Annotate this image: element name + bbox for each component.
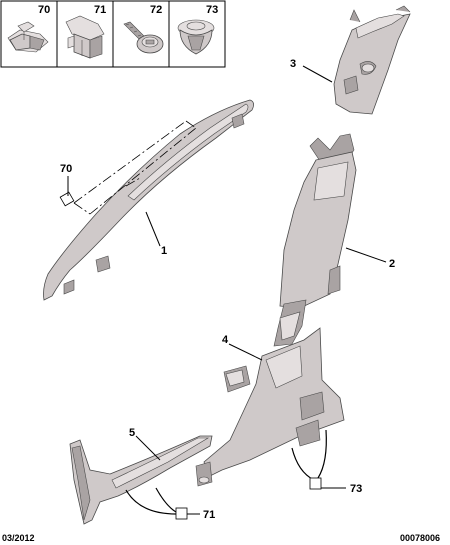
clip-70-locating-lines <box>73 120 197 215</box>
fastener-ref-73: 73 <box>206 4 218 16</box>
clip-71-icon <box>65 15 105 59</box>
clip-70-icon <box>7 21 49 53</box>
callout-part-1: 1 <box>161 245 167 257</box>
callout-part-4: 4 <box>222 334 229 346</box>
lower-pillar-trim-part-4 <box>195 327 345 487</box>
push-clip-73-icon <box>177 19 215 55</box>
leader-lines <box>67 65 387 515</box>
fastener-ref-70: 70 <box>38 4 50 16</box>
callout-part-3: 3 <box>290 58 296 70</box>
callout-part-5: 5 <box>129 427 135 439</box>
middle-pillar-trim-part-2 <box>273 133 357 347</box>
screw-72-icon <box>123 21 164 54</box>
upper-pillar-trim-part-3 <box>333 5 411 115</box>
clip-71-locator <box>175 507 188 520</box>
footer-doc-number: 00078006 <box>400 533 440 543</box>
fastener-ref-72: 72 <box>150 4 162 16</box>
sill-trim-part-5 <box>69 435 213 525</box>
fastener-table: 70 71 72 73 <box>0 0 226 68</box>
a-pillar-trim-part-1 <box>43 99 254 301</box>
callout-clip-70: 70 <box>60 163 72 175</box>
fastener-ref-71: 71 <box>94 4 106 16</box>
footer-date: 03/2012 <box>2 533 35 543</box>
callout-clip-73: 73 <box>350 483 362 495</box>
clip-70-locator <box>59 191 75 207</box>
callout-part-2: 2 <box>389 258 395 270</box>
clip-73-locator <box>309 477 322 490</box>
callout-clip-71: 71 <box>203 509 215 521</box>
